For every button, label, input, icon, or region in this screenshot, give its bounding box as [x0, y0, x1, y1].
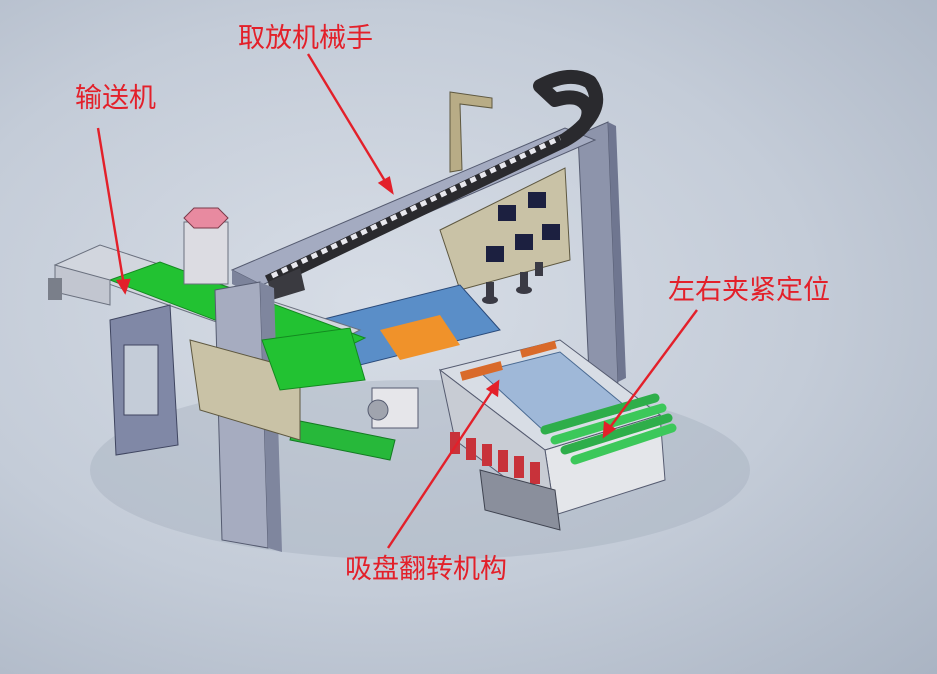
- arrow-clamp: [607, 309, 698, 431]
- arrow-conveyor: [96, 127, 126, 287]
- cable-chain: [264, 69, 604, 289]
- red-cylinder-row: [450, 432, 540, 484]
- label-left-right-clamp-positioning: 左右夹紧定位: [668, 275, 830, 306]
- label-suction-flip-mechanism: 吸盘翻转机构: [345, 554, 507, 585]
- arrow-pick-place: [306, 53, 390, 187]
- roller-row: [540, 393, 677, 465]
- top-bracket: [449, 91, 493, 173]
- arrow-suction: [386, 387, 496, 549]
- label-pick-place-manipulator: 取放机械手: [238, 23, 373, 54]
- conveyor-motor: [183, 221, 229, 285]
- flip-stand: [479, 469, 561, 531]
- orange-clamp-bar: [459, 361, 503, 381]
- label-conveyor: 输送机: [75, 83, 156, 114]
- lower-green-belt: [261, 327, 366, 391]
